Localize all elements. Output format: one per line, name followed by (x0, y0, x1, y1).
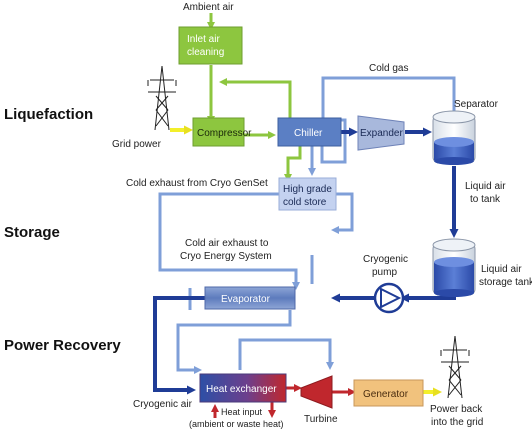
generator-label: Generator (363, 389, 409, 400)
liquid-air-flow (153, 127, 459, 395)
liquid-air-to-tank-label-1: Liquid air (465, 181, 506, 192)
liquid-air-to-tank-label-2: to tank (470, 194, 501, 205)
pylon-icon (147, 65, 177, 131)
section-liquefaction: Liquefaction (4, 106, 93, 123)
storage-tank-label-1: Liquid air (481, 264, 522, 275)
separator-label: Separator (454, 99, 499, 110)
cryogenic-pump-label-2: pump (372, 267, 397, 278)
section-power-recovery: Power Recovery (4, 337, 121, 354)
power-back-label-2: into the grid (431, 417, 483, 428)
inlet-air-cleaning-box: Inlet air cleaning (178, 26, 243, 65)
grid-power-label: Grid power (112, 139, 162, 150)
chiller-label: Chiller (294, 128, 323, 139)
green-air-flow (207, 13, 302, 182)
storage-tank-icon (432, 238, 476, 297)
compressor-label: Compressor (197, 128, 252, 139)
expander-box: Expander (357, 115, 405, 151)
cryogenic-pump-icon (373, 282, 405, 314)
heat-exchanger-label: Heat exchanger (206, 384, 277, 395)
high-grade-cold-store-box: High grade cold store (278, 177, 337, 211)
chiller-box: Chiller (277, 117, 342, 147)
cold-store-label-2: cold store (283, 197, 327, 208)
turbine-label: Turbine (304, 414, 338, 425)
storage-tank-label-2: storage tank (479, 277, 532, 288)
cold-gas-label: Cold gas (369, 63, 408, 74)
evaporator-label: Evaporator (221, 294, 271, 305)
cold-air-exhaust-label-1: Cold air exhaust to (185, 238, 269, 249)
section-storage: Storage (4, 224, 60, 241)
heat-input-label-1: Heat input (221, 407, 263, 417)
cold-gas-loop (158, 76, 456, 290)
cryogenic-pump-label-1: Cryogenic (363, 254, 408, 265)
cold-air-exhaust-label-2: Cryo Energy System (180, 251, 272, 262)
turbine-icon (300, 375, 333, 409)
separator-vessel-icon (432, 110, 476, 165)
cold-store-label-1: High grade (283, 184, 332, 195)
cold-exhaust-label: Cold exhaust from Cryo GenSet (126, 178, 268, 189)
inlet-air-cleaning-label-2: cleaning (187, 47, 224, 58)
cryogenic-air-label: Cryogenic air (133, 399, 193, 410)
compressor-box: Compressor (192, 117, 252, 147)
ambient-air-label: Ambient air (183, 2, 234, 13)
evaporator-box: Evaporator (204, 286, 296, 310)
power-back-label-1: Power back (430, 404, 483, 415)
heat-flow (211, 384, 356, 418)
pylon-icon (440, 335, 470, 399)
heat-input-label-2: (ambient or waste heat) (189, 419, 284, 429)
inlet-air-cleaning-label-1: Inlet air (187, 34, 220, 45)
expander-label: Expander (360, 128, 403, 139)
heat-exchanger-box: Heat exchanger (199, 373, 287, 403)
generator-box: Generator (353, 379, 424, 407)
